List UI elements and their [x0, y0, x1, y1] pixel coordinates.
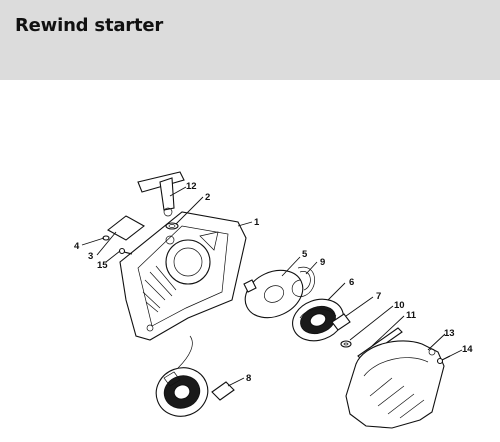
callout-14: 14	[462, 344, 473, 355]
callout-15: 15	[97, 260, 108, 271]
callout-labels: 12 2 1 4 3 15 5 9 6 7 10 11 13 14 8	[74, 181, 473, 384]
leader-lines	[81, 186, 463, 387]
callout-11: 11	[406, 310, 417, 321]
header-bar: Rewind starter	[0, 0, 500, 80]
rope-rotor-alt-view	[155, 335, 209, 417]
callout-7: 7	[376, 291, 381, 302]
part-12-starter-grip	[137, 171, 185, 217]
part-2-rope-guide-bush	[165, 222, 179, 230]
part-10-washer	[340, 340, 352, 348]
exploded-parts-diagram: 12 2 1 4 3 15 5 9 6 7 10 11 13 14 8	[74, 171, 473, 429]
part-3-plate	[107, 215, 145, 241]
callout-3: 3	[88, 251, 93, 262]
part-7-pawl	[331, 313, 351, 331]
page-title: Rewind starter	[15, 15, 164, 36]
part-8-pawl	[211, 381, 235, 401]
callout-1: 1	[254, 217, 260, 228]
part-15-screw	[118, 247, 133, 255]
callout-4: 4	[74, 241, 80, 252]
part-5-rope-rotor	[243, 269, 304, 319]
callout-13: 13	[444, 328, 455, 339]
part-13-fan-cover	[345, 340, 445, 429]
callout-9: 9	[320, 257, 325, 268]
part-1-starter-housing	[119, 211, 247, 341]
callout-12: 12	[186, 181, 197, 192]
callout-6: 6	[349, 277, 354, 288]
callout-8: 8	[246, 373, 251, 384]
callout-5: 5	[302, 249, 308, 260]
part-6-rotor-with-rope	[292, 298, 344, 342]
callout-10: 10	[394, 300, 405, 311]
callout-2: 2	[205, 192, 210, 203]
